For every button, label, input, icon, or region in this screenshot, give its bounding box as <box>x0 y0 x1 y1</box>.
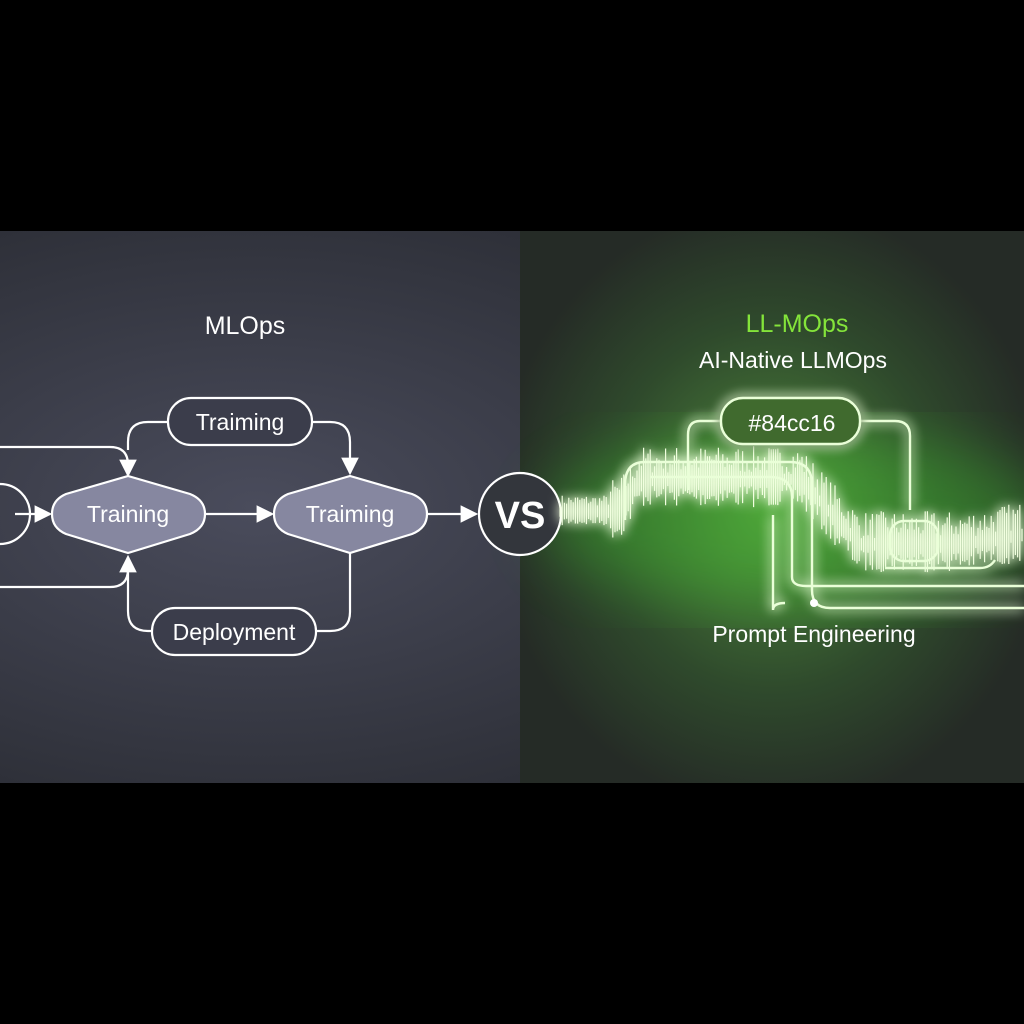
vs-badge: VS <box>477 471 563 557</box>
prompt-engineering-caption: Prompt Engineering <box>712 621 915 647</box>
node-training: Training <box>50 474 207 555</box>
accent-box <box>719 396 862 446</box>
top-box-label: Traiming <box>196 409 285 435</box>
llmops-subtitle: AI-Native LLMOps <box>699 347 887 373</box>
deployment-box-label: Deployment <box>173 619 296 645</box>
node-traiming: Traiming <box>272 474 429 555</box>
vs-label: VS <box>495 495 546 537</box>
node-training-label: Training <box>87 501 169 527</box>
node-traiming-label: Traiming <box>306 501 395 527</box>
llmops-title: LL-MOps <box>746 310 849 338</box>
deployment-box: Deployment <box>150 606 318 657</box>
mlops-title: MLOps <box>205 312 286 340</box>
accent-box-label: #84cc16 <box>749 410 836 436</box>
top-box: Traiming <box>166 396 314 447</box>
